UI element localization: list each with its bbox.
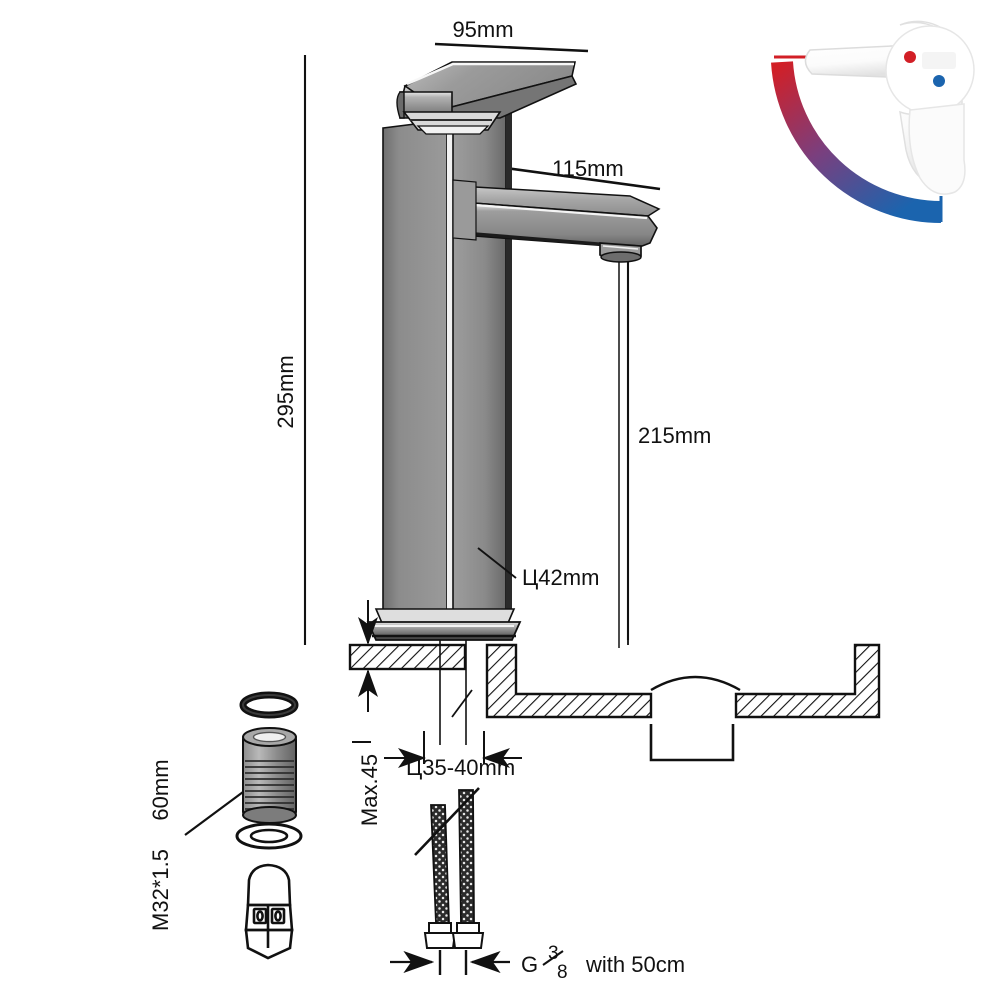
- lever-handle: [396, 61, 578, 135]
- label-handle-width: 95mm: [452, 17, 513, 42]
- dimension-spout-reach: [497, 165, 661, 191]
- mixer-label-plate: [922, 52, 956, 69]
- counter-right-slab-upstand: [734, 643, 881, 719]
- mixer-head-circle: [885, 25, 975, 115]
- dimension-handle-width: [434, 42, 589, 53]
- lever-collar-bright: [416, 125, 490, 135]
- flat-washer: [235, 822, 303, 850]
- counter-basin-rim-left: [485, 643, 653, 719]
- label-shank-thread: M32*1.5: [148, 849, 173, 931]
- supply-hoses: [390, 787, 510, 975]
- hole-leader-slash: [451, 689, 473, 718]
- basin-drain-outline: [649, 724, 735, 762]
- temperature-arc: [771, 61, 942, 223]
- shank-parts-assembly: [184, 691, 303, 960]
- label-spout-reach: 115mm: [552, 156, 624, 181]
- hose-connector-right: [451, 922, 485, 949]
- leader-shank-label: [184, 791, 244, 836]
- label-body-diameter: Ц42mm: [522, 565, 599, 590]
- label-shank-length: 60mm: [148, 759, 173, 820]
- mixer-lever-stem: [908, 103, 966, 195]
- label-spout-height: 215mm: [638, 423, 711, 448]
- spout-highlight-line: [473, 203, 648, 220]
- label-hose-thread: G: [521, 952, 538, 977]
- basin-top-arc: [650, 675, 741, 692]
- spout-neck: [452, 179, 477, 241]
- hose-leader-line: [414, 787, 480, 856]
- faucet-assembly: [366, 61, 661, 648]
- threaded-shank-sleeve: [242, 727, 297, 824]
- label-hose-length: with 50cm: [585, 952, 685, 977]
- oring-top: [239, 691, 299, 719]
- label-total-height: 295mm: [273, 355, 298, 428]
- leader-body-diameter: [477, 547, 517, 579]
- cold-indicator-dot: [933, 75, 945, 87]
- label-hose-fraction-denominator: 8: [557, 962, 568, 983]
- hot-indicator-dot: [904, 51, 916, 63]
- faucet-column-highlight: [447, 119, 453, 623]
- label-hole-diameter: Ц35-40mm: [406, 755, 515, 780]
- dimension-hole-diameter: [384, 731, 522, 768]
- label-hose-fraction-numerator: 3: [548, 943, 559, 964]
- countertop-cross-section: [348, 600, 881, 762]
- faucet-base-flange: [366, 608, 522, 641]
- hose-connector-left: [423, 922, 457, 949]
- hose-fraction-bar: [542, 950, 564, 966]
- spout-aerator: [599, 242, 642, 263]
- lever-top-highlight: [406, 62, 574, 86]
- dimension-max-counter-thickness: [352, 600, 378, 743]
- hex-mounting-nut: [244, 863, 294, 960]
- label-max-thickness: Max.45: [357, 754, 382, 826]
- counter-left-slab: [348, 643, 467, 671]
- lever-left-cap: [396, 91, 405, 119]
